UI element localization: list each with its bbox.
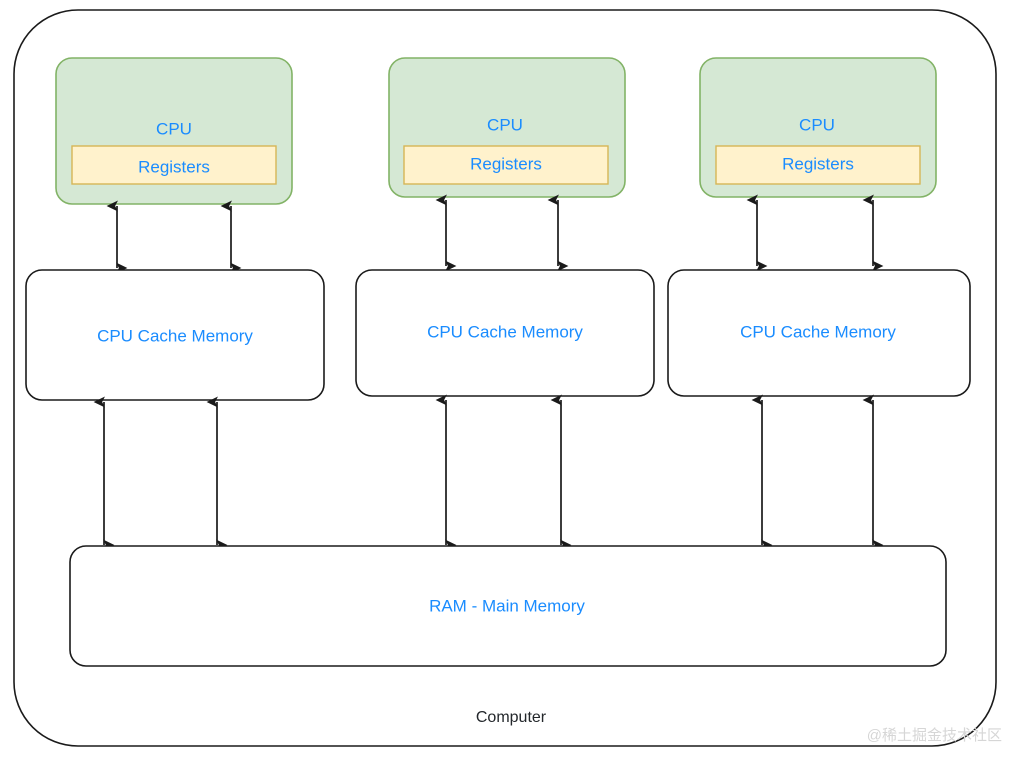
- ram-group: RAM - Main Memory: [69, 545, 947, 667]
- ram-box[interactable]: [69, 545, 947, 667]
- cpu-group-2: CPU Registers: [388, 57, 626, 198]
- registers-box-3[interactable]: [715, 145, 921, 185]
- cache-box-3[interactable]: [667, 269, 971, 397]
- registers-box-2[interactable]: [403, 145, 609, 185]
- cache-label-2: CPU Cache Memory: [427, 322, 583, 341]
- cpu-label-1: CPU: [156, 119, 192, 138]
- cache-group-2: CPU Cache Memory: [355, 269, 655, 397]
- connector-cache-ram-1: [93, 396, 228, 551]
- connector-cache-ram-2: [435, 394, 572, 551]
- cache-label-3: CPU Cache Memory: [740, 322, 896, 341]
- cpu-label-3: CPU: [799, 115, 835, 134]
- cache-label-1: CPU Cache Memory: [97, 326, 253, 345]
- connector-cpu-cache-3: [746, 194, 884, 272]
- cache-box-2[interactable]: [355, 269, 655, 397]
- watermark-label: @稀土掘金技术社区: [867, 727, 1002, 744]
- connector-cpu-cache-2: [435, 194, 569, 272]
- registers-label-3: Registers: [782, 154, 854, 173]
- cache-group-3: CPU Cache Memory: [667, 269, 971, 397]
- registers-box-1[interactable]: [71, 145, 277, 185]
- ram-label: RAM - Main Memory: [429, 596, 585, 615]
- computer-label: Computer: [476, 709, 547, 726]
- cpu-label-2: CPU: [487, 115, 523, 134]
- cache-box-1[interactable]: [25, 269, 325, 401]
- cache-group-1: CPU Cache Memory: [25, 269, 325, 401]
- registers-label-2: Registers: [470, 154, 542, 173]
- registers-label-1: Registers: [138, 157, 210, 176]
- cpu-group-3: CPU Registers: [699, 57, 937, 198]
- cpu-group-1: CPU Registers: [55, 57, 293, 205]
- connector-cache-ram-3: [751, 394, 884, 551]
- connector-cpu-cache-1: [106, 200, 242, 274]
